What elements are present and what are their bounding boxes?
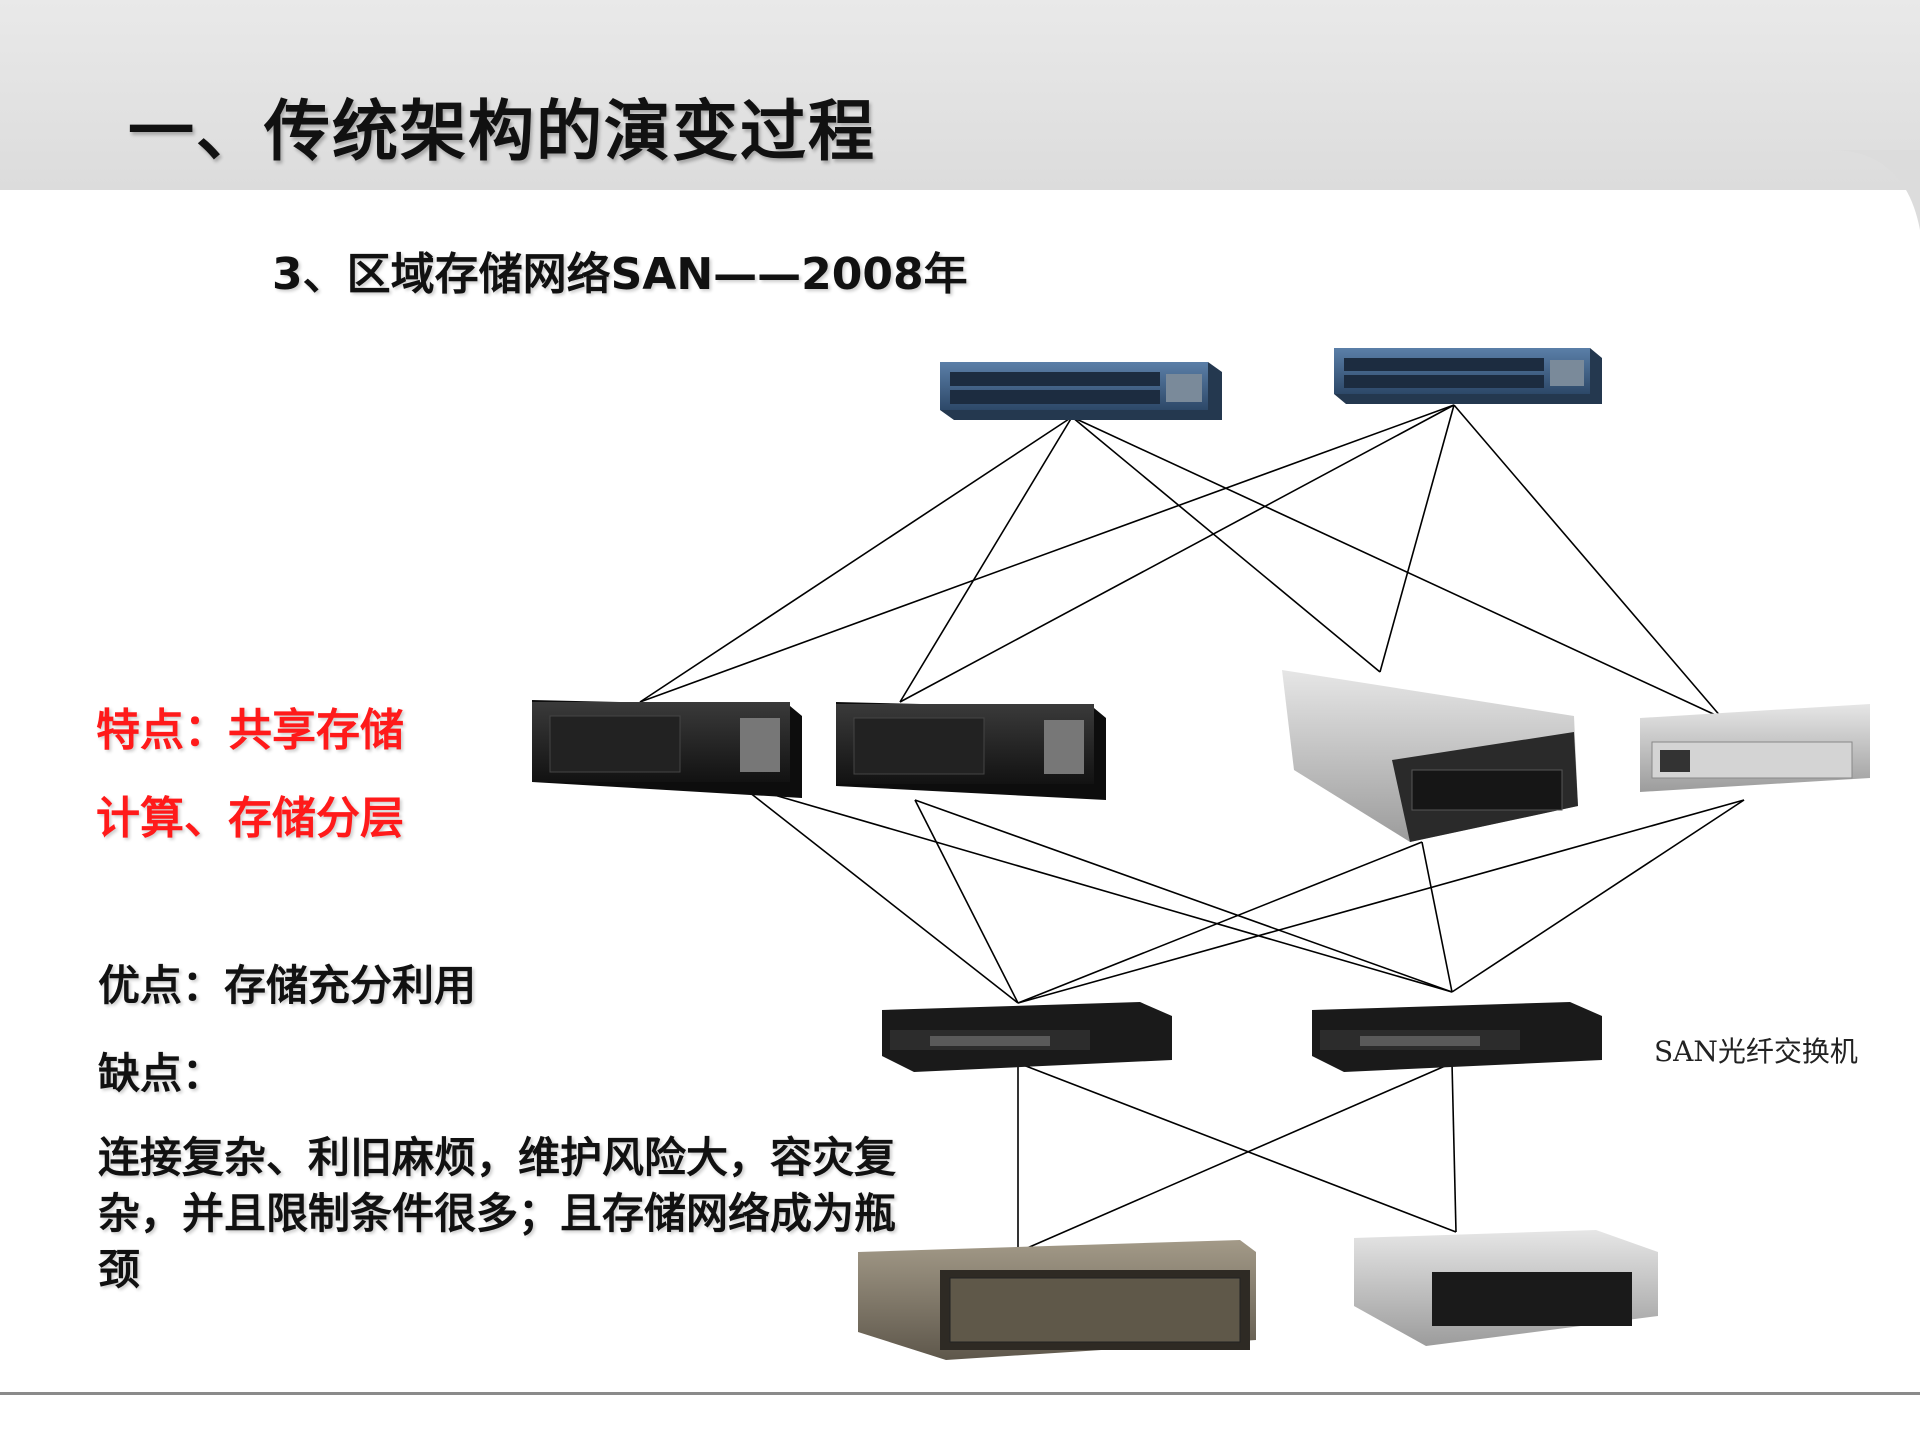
storage-1: [858, 1240, 1256, 1360]
cons-text: 连接复杂、利旧麻烦，维护风险大，容灾复杂，并且限制条件很多；且存储网络成为瓶颈: [98, 1133, 897, 1294]
san-switch-2: [1312, 1002, 1602, 1072]
server-1: [532, 700, 802, 798]
link: [1017, 841, 1423, 1004]
links: [639, 404, 1745, 1253]
pros-text: 优点：存储充分利用: [98, 961, 477, 1010]
link: [1017, 1062, 1453, 1253]
link: [1071, 416, 1723, 719]
ethernet-switch-1: [940, 362, 1222, 420]
link: [899, 404, 1455, 703]
link: [914, 799, 1019, 1004]
feature-line-1: 特点：共享存储: [96, 705, 404, 756]
link: [1421, 841, 1453, 993]
server-4: [1640, 704, 1870, 792]
server-2: [836, 702, 1106, 800]
link: [1017, 1062, 1457, 1233]
link: [1379, 404, 1455, 673]
header-band: [0, 0, 1920, 190]
link: [639, 404, 1455, 703]
ethernet-switch-2: [1334, 348, 1602, 404]
link: [1451, 799, 1745, 993]
link: [739, 784, 1453, 993]
link: [1451, 1062, 1457, 1233]
cons-heading: 缺点：: [98, 1049, 225, 1098]
link: [1017, 799, 1745, 1004]
feature-line-2: 计算、存储分层: [96, 793, 404, 844]
slide-subtitle: 3、区域存储网络SAN——2008年: [272, 249, 968, 300]
link: [1071, 416, 1381, 673]
link: [739, 784, 1019, 1004]
link: [639, 416, 1073, 703]
footer-divider: [0, 1392, 1920, 1395]
slide-title: 一、传统架构的演变过程: [128, 93, 876, 170]
storage-2: [1354, 1230, 1658, 1346]
link: [899, 416, 1073, 703]
server-3: [1282, 670, 1578, 842]
link: [1453, 404, 1723, 719]
link: [914, 799, 1453, 993]
san-switch-1: [882, 1002, 1172, 1072]
san-switch-label: SAN光纤交换机: [1654, 1035, 1858, 1068]
